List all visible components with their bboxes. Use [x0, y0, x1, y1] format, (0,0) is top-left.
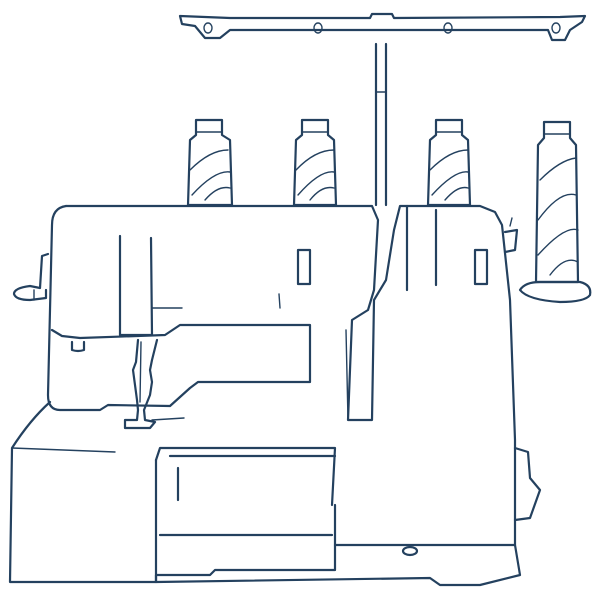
base	[154, 543, 522, 587]
free-arm-bed	[8, 400, 337, 584]
handwheel	[12, 252, 86, 353]
thread-cone-1	[186, 118, 234, 207]
thread-cone-2	[292, 118, 338, 207]
thread-cone-3	[426, 118, 472, 207]
machine-body	[46, 204, 542, 547]
presser-foot	[123, 338, 185, 430]
thread-guide-bar	[178, 12, 587, 207]
thread-cone-4	[518, 120, 592, 304]
